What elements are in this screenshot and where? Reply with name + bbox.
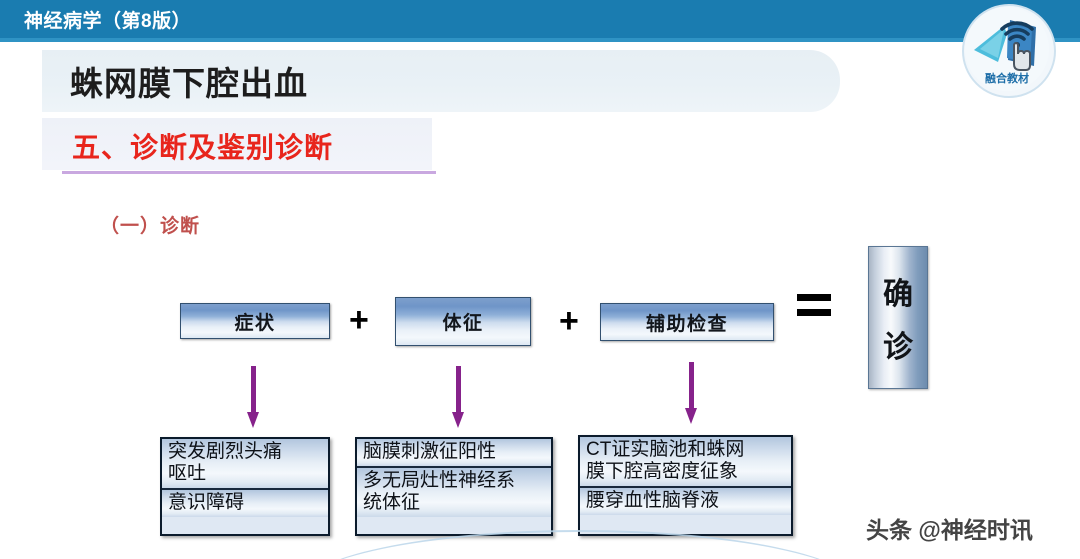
- detail-line: 呕吐: [168, 463, 207, 485]
- digital-textbook-badge-icon: 融合教材: [962, 4, 1056, 98]
- arrow-head: [247, 412, 259, 428]
- verdict-bar: 确 诊: [868, 246, 928, 389]
- detail-line: 统体征: [363, 492, 421, 514]
- subsection-heading: （一）诊断: [100, 216, 201, 237]
- detail-box-symptom: 突发剧烈头痛 呕吐 意识障碍: [160, 437, 330, 536]
- page-title: 蛛网膜下腔出血: [70, 65, 308, 102]
- down-arrow-icon-3: [683, 362, 699, 424]
- watermark: 头条 @神经时讯: [866, 517, 1033, 543]
- equals-bar-bottom: [797, 309, 831, 316]
- section-heading-plate: [42, 118, 432, 170]
- detail-box-sign: 脑膜刺激征阳性 多无局灶性神经系 统体征: [355, 437, 553, 536]
- arrow-shaft: [456, 366, 461, 414]
- detail-cell: CT证实脑池和蛛网 膜下腔高密度征象: [580, 437, 791, 489]
- operator-equals: [797, 294, 831, 328]
- formula-box-sign: 体征: [395, 297, 531, 346]
- section-heading: 五、诊断及鉴别诊断: [72, 132, 334, 163]
- bottom-decorative-arc: [300, 530, 860, 559]
- detail-line: 脑膜刺激征阳性: [363, 441, 497, 462]
- detail-cell: 多无局灶性神经系 统体征: [357, 468, 551, 518]
- detail-cell: 脑膜刺激征阳性: [357, 439, 551, 469]
- detail-line: 突发剧烈头痛: [168, 441, 283, 462]
- formula-box-auxiliary-exam: 辅助检查: [600, 303, 774, 341]
- formula-box-symptom: 症状: [180, 303, 330, 339]
- formula-box-auxiliary-exam-label: 辅助检查: [645, 313, 728, 335]
- header-bar-shade: [0, 38, 1080, 42]
- logo-caption: 融合教材: [985, 71, 1029, 85]
- formula-box-sign-label: 体征: [442, 313, 484, 334]
- down-arrow-icon-2: [450, 366, 466, 428]
- detail-line: 多无局灶性神经系: [363, 470, 516, 492]
- equals-bar-top: [797, 294, 831, 301]
- detail-line: CT证实脑池和蛛网: [586, 439, 745, 460]
- operator-plus-2: +: [559, 302, 579, 340]
- arrow-head: [452, 412, 464, 428]
- detail-line: 膜下腔高密度征象: [586, 461, 739, 483]
- detail-box-auxiliary-exam: CT证实脑池和蛛网 膜下腔高密度征象 腰穿血性脑脊液: [578, 435, 793, 536]
- arrow-shaft: [251, 366, 256, 414]
- formula-box-symptom-label: 症状: [234, 312, 276, 334]
- section-underline: [62, 171, 436, 174]
- operator-plus-1: +: [349, 301, 369, 339]
- arrow-head: [685, 408, 697, 424]
- header-bar: [0, 0, 1080, 38]
- arrow-shaft: [689, 362, 694, 410]
- detail-line: 意识障碍: [168, 492, 245, 514]
- detail-line: 腰穿血性脑脊液: [586, 490, 720, 512]
- verdict-char-1: 确: [883, 277, 913, 311]
- detail-cell: 突发剧烈头痛 呕吐: [162, 439, 328, 491]
- detail-cell: 意识障碍: [162, 490, 328, 518]
- verdict-char-2: 诊: [883, 331, 913, 365]
- title-plate: [42, 50, 840, 112]
- down-arrow-icon-1: [245, 366, 261, 428]
- course-title: 神经病学（第8版）: [24, 11, 192, 32]
- detail-cell: 腰穿血性脑脊液: [580, 488, 791, 516]
